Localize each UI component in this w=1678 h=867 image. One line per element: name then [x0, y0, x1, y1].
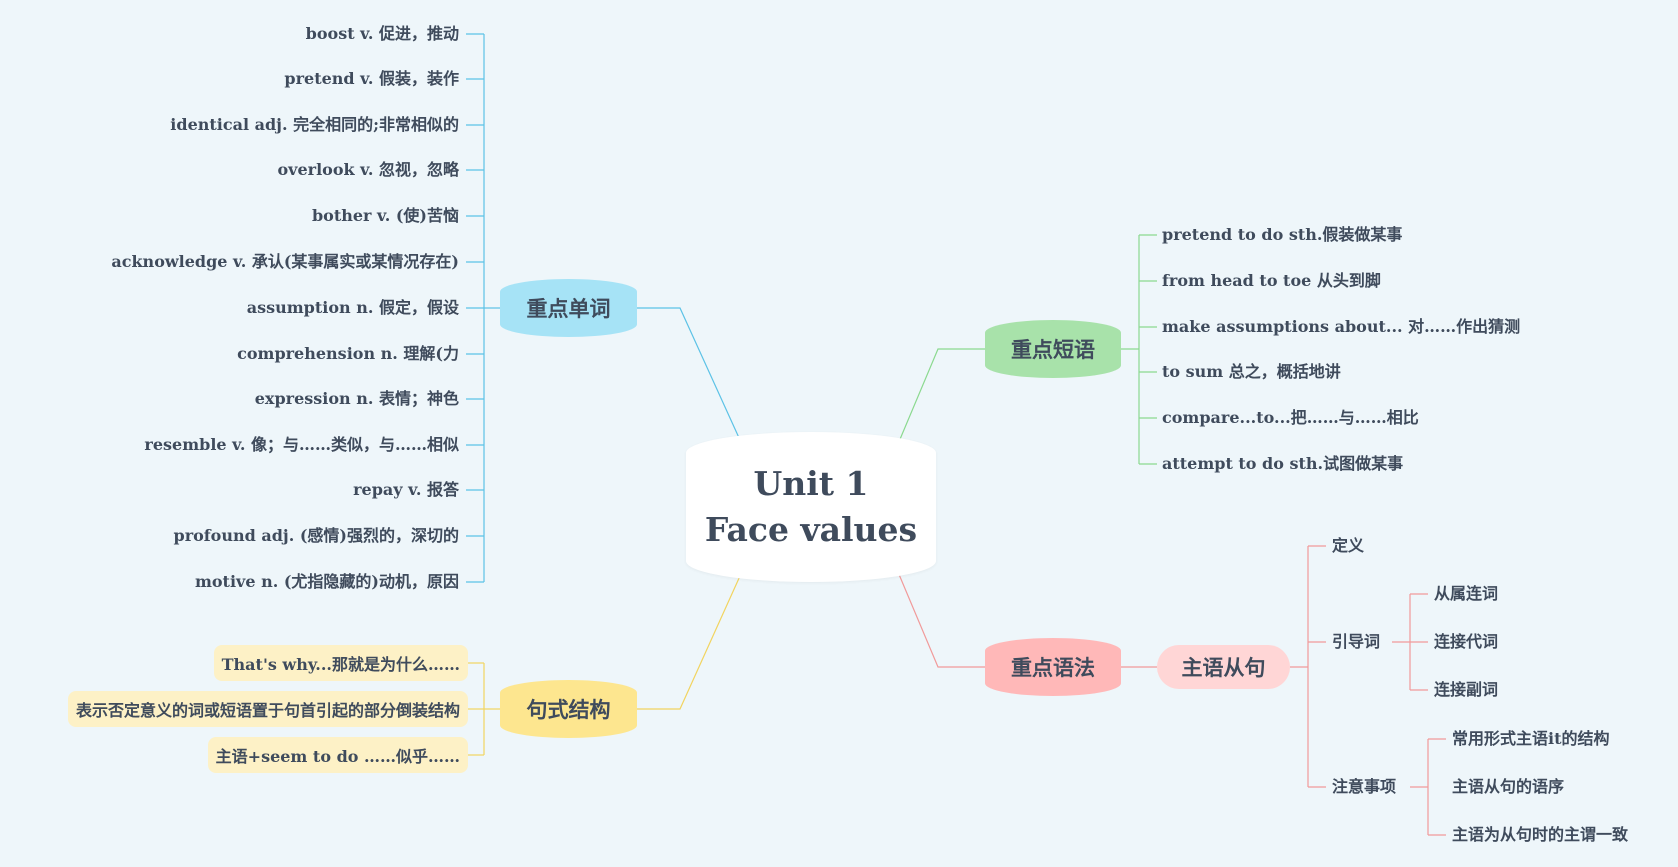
vocab-item[interactable]: assumption n. 假定，假设 [246, 298, 459, 317]
branch-grammar-label: 重点语法 [1011, 656, 1095, 680]
vocab-item[interactable]: acknowledge v. 承认(某事属实或某情况存在) [111, 252, 459, 271]
phrase-item[interactable]: pretend to do sth.假装做某事 [1162, 225, 1403, 244]
branch-vocab[interactable]: 重点单词 [500, 279, 637, 337]
node-subject-clause-label: 主语从句 [1181, 656, 1266, 680]
vocab-item[interactable]: boost v. 促进，推动 [305, 24, 459, 43]
phrase-item[interactable]: from head to toe 从头到脚 [1162, 271, 1381, 290]
vocab-item[interactable]: overlook v. 忽视，忽略 [277, 160, 460, 179]
branch-sentence-label: 句式结构 [526, 698, 611, 722]
grammar-item-definition[interactable]: 定义 [1332, 536, 1365, 555]
branch-vocab-label: 重点单词 [526, 297, 611, 321]
grammar-item-notes[interactable]: 注意事项 [1332, 777, 1397, 796]
vocab-item[interactable]: expression n. 表情；神色 [254, 389, 459, 408]
vocab-item[interactable]: profound adj. (感情)强烈的，深切的 [173, 526, 460, 545]
central-topic-line2: Face values [704, 510, 918, 549]
phrase-item[interactable]: to sum 总之，概括地讲 [1162, 362, 1341, 381]
vocab-item[interactable]: bother v. (使)苦恼 [311, 206, 459, 225]
note-item[interactable]: 主语为从句时的主谓一致 [1452, 825, 1629, 844]
branch-phrases[interactable]: 重点短语 [985, 320, 1121, 378]
vocab-item[interactable]: identical adj. 完全相同的;非常相似的 [170, 115, 459, 134]
sentence-item[interactable]: 表示否定意义的词或短语置于句首引起的部分倒装结构 [67, 691, 468, 727]
phrase-item[interactable]: attempt to do sth.试图做某事 [1162, 454, 1404, 473]
vocab-item[interactable]: repay v. 报答 [353, 480, 459, 499]
branch-phrases-label: 重点短语 [1011, 338, 1095, 362]
vocab-item[interactable]: resemble v. 像；与……类似，与……相似 [144, 435, 459, 454]
sentence-item[interactable]: 主语+seem to do ……似乎…… [207, 737, 468, 773]
vocab-item[interactable]: pretend v. 假装，装作 [284, 69, 459, 88]
introducer-item[interactable]: 连接副词 [1434, 680, 1499, 699]
branch-grammar[interactable]: 重点语法 [985, 638, 1121, 696]
vocab-item[interactable]: comprehension n. 理解(力 [237, 344, 459, 363]
central-topic[interactable]: Unit 1 Face values [686, 432, 936, 582]
phrase-item[interactable]: compare...to...把……与……相比 [1162, 408, 1419, 427]
node-subject-clause[interactable]: 主语从句 [1157, 645, 1290, 689]
branch-sentence[interactable]: 句式结构 [500, 680, 637, 738]
phrase-item[interactable]: make assumptions about... 对……作出猜测 [1162, 317, 1521, 336]
introducer-item[interactable]: 从属连词 [1434, 584, 1499, 603]
vocab-item[interactable]: motive n. (尤指隐藏的)动机，原因 [194, 572, 459, 591]
sentence-item[interactable]: That's why...那就是为什么…… [213, 645, 468, 681]
note-item[interactable]: 主语从句的语序 [1452, 777, 1565, 796]
introducer-item[interactable]: 连接代词 [1434, 632, 1499, 651]
note-item[interactable]: 常用形式主语it的结构 [1452, 729, 1610, 748]
central-topic-line1: Unit 1 [753, 464, 869, 503]
grammar-item-introducers[interactable]: 引导词 [1332, 632, 1381, 651]
